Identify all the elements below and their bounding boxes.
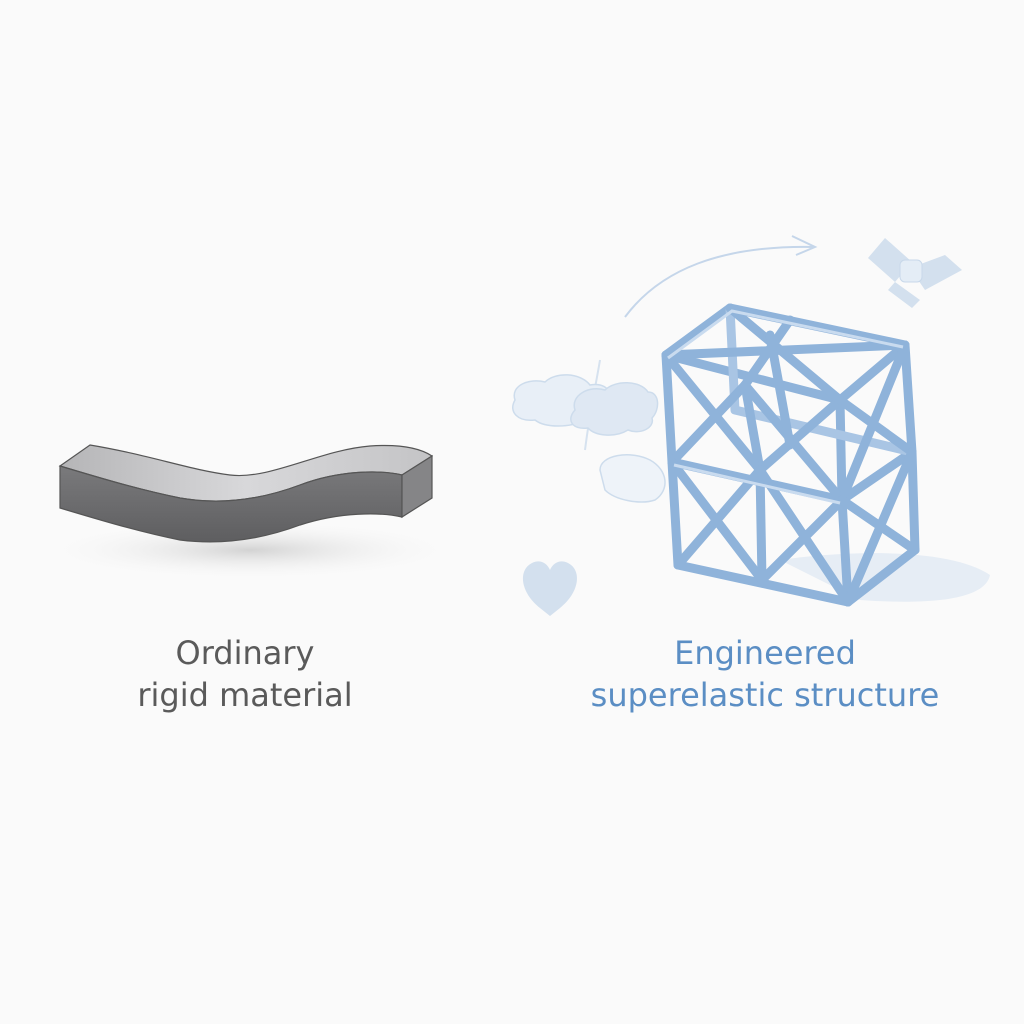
satellite-icon — [868, 238, 962, 308]
rigid-bar-illustration — [40, 444, 460, 580]
caption-line-2: superelastic structure — [590, 676, 940, 714]
heart-icon — [522, 561, 578, 616]
lattice-structure — [661, 303, 920, 607]
shadow — [40, 520, 460, 580]
lattice-illustration — [512, 235, 990, 616]
rigid-material-panel: Ordinary rigid material — [0, 0, 500, 1024]
caption-line-1: Ordinary — [175, 634, 315, 672]
superelastic-structure-panel: Engineered superelastic structure — [500, 0, 1024, 1024]
lattice-highlights — [667, 309, 904, 505]
rigid-material-caption: Ordinary rigid material — [80, 632, 410, 716]
cloud-icon — [512, 374, 666, 503]
caption-line-1: Engineered — [674, 634, 856, 672]
superelastic-structure-caption: Engineered superelastic structure — [550, 632, 980, 716]
caption-line-2: rigid material — [137, 676, 353, 714]
bar-end-face — [401, 454, 433, 519]
